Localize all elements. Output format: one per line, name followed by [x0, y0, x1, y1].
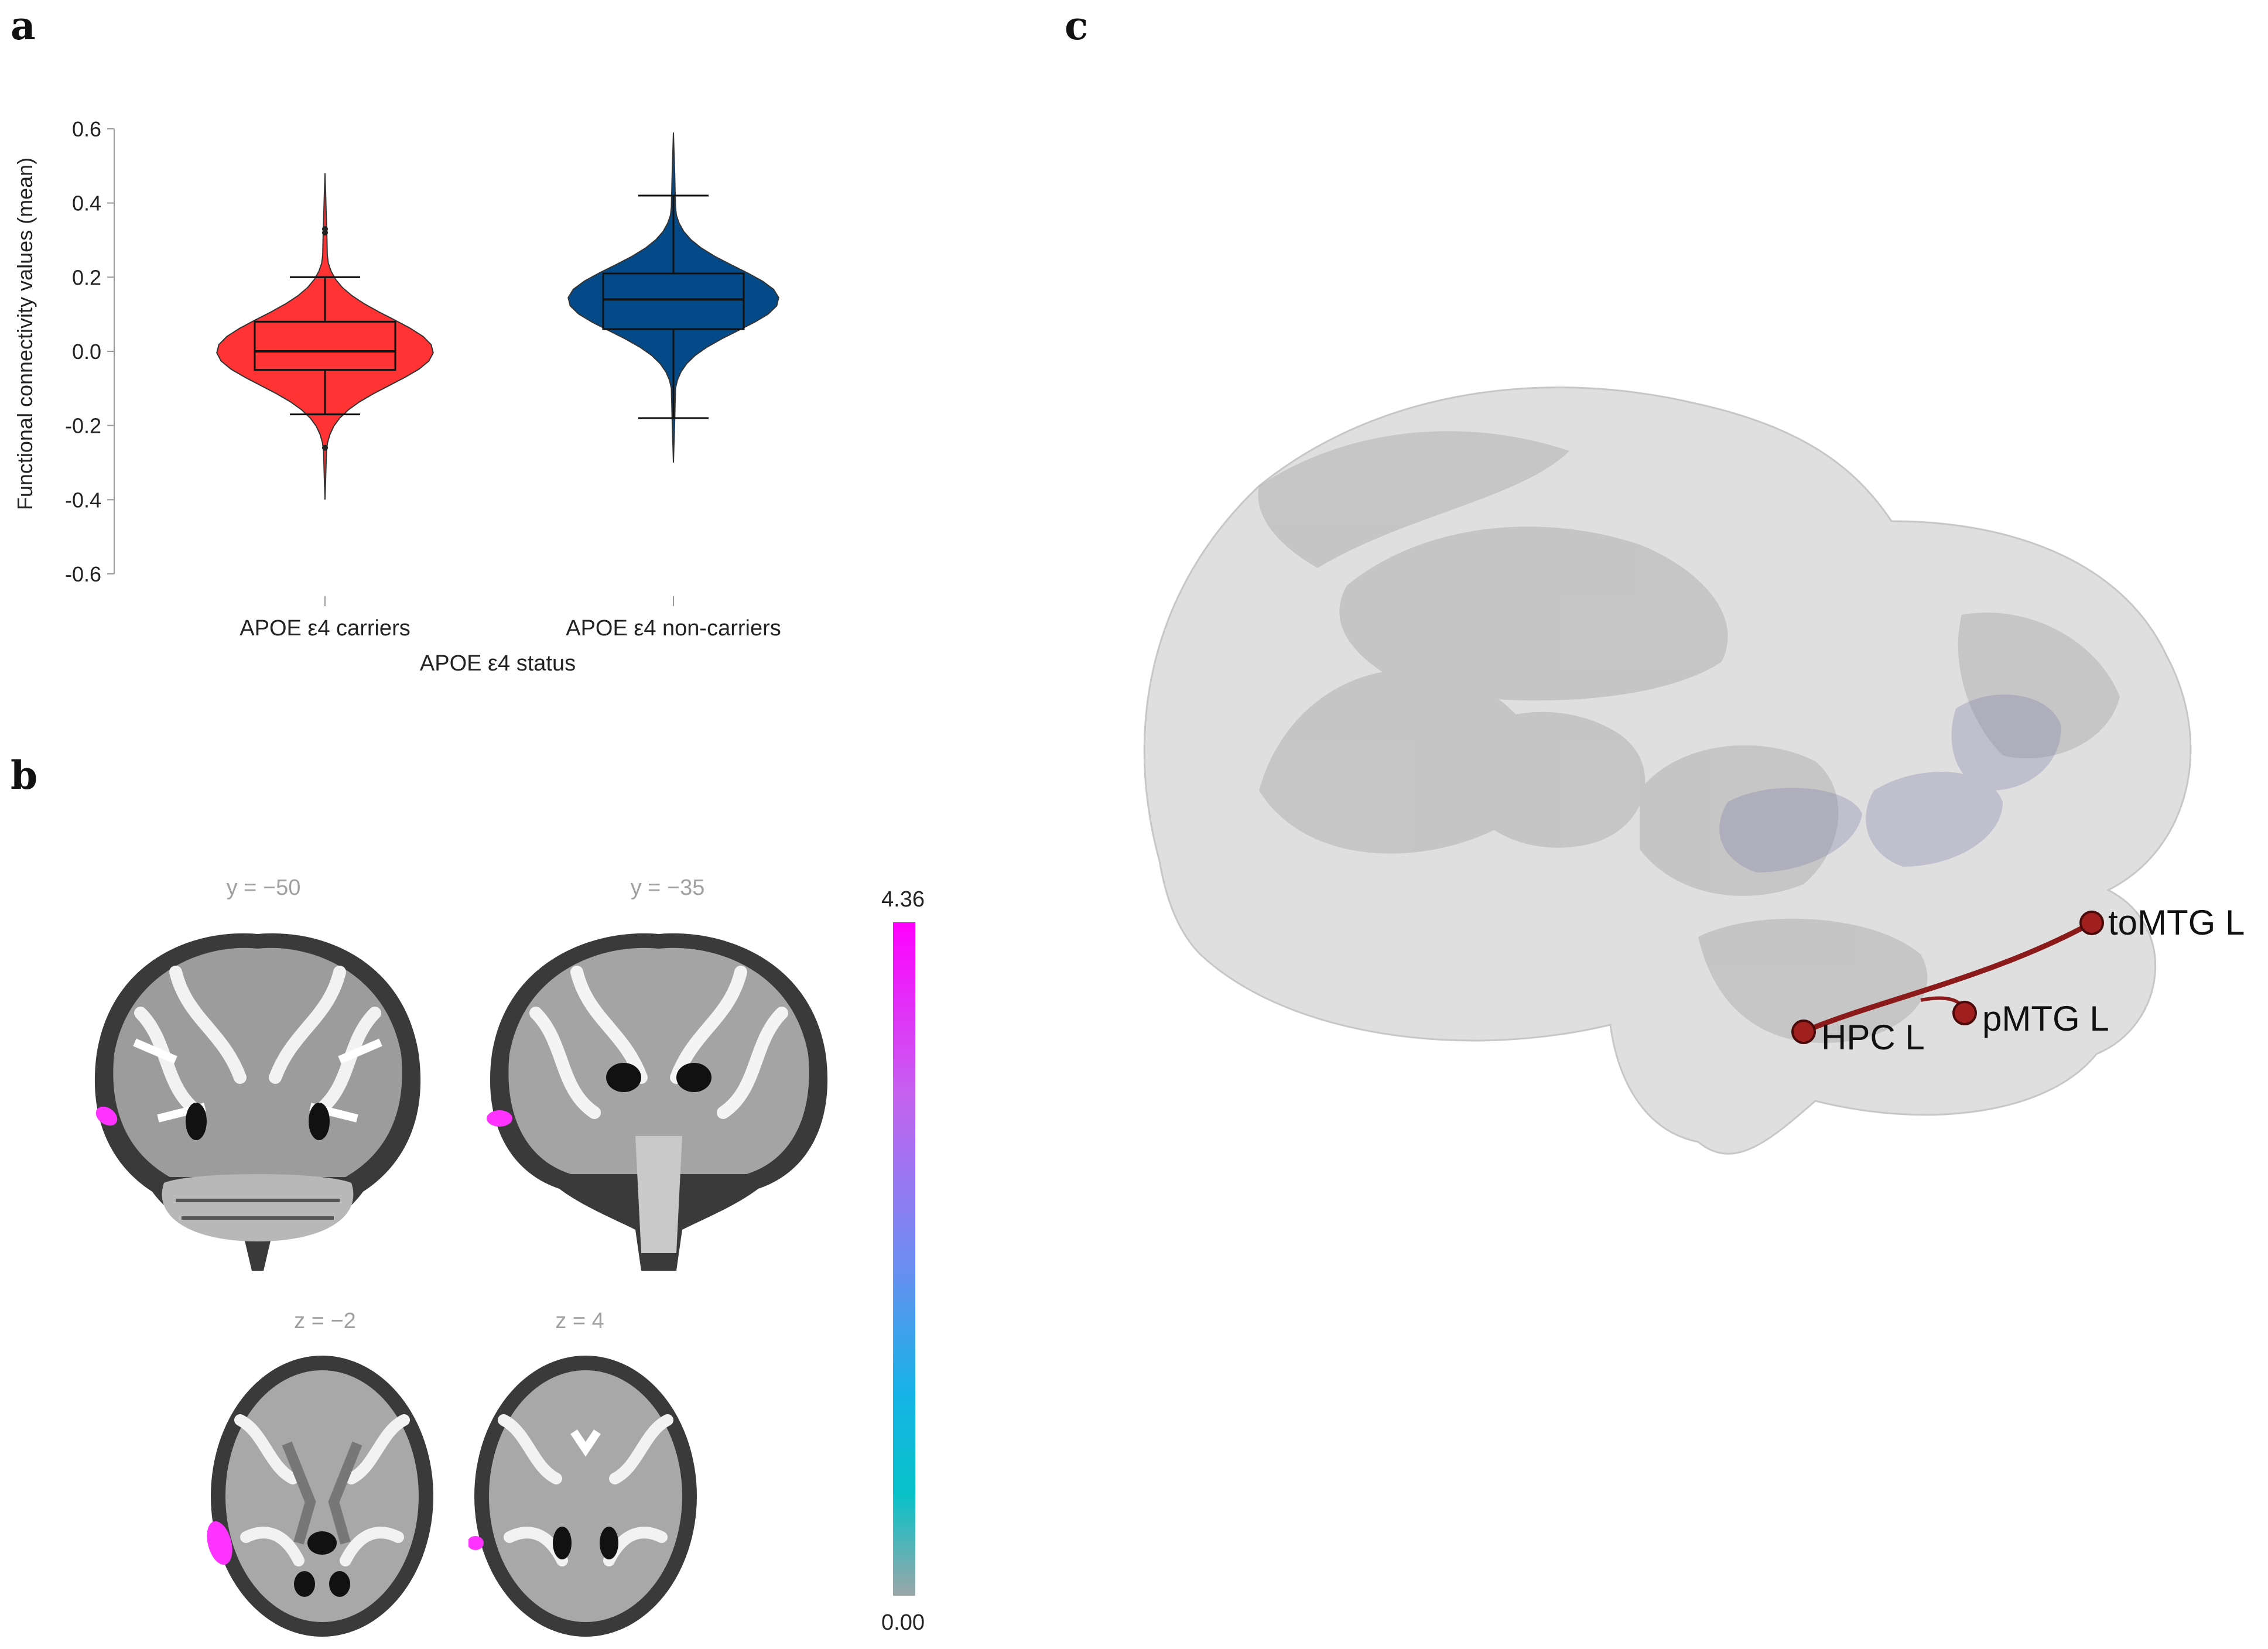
outlier-point	[322, 444, 328, 451]
y-tick-label: -0.2	[65, 414, 101, 438]
node-label: pMTG L	[1982, 999, 2109, 1038]
slice-label-z4: z = 4	[555, 1309, 604, 1333]
x-tick-label: APOE ε4 carriers	[240, 616, 410, 641]
connectome-nodes: toMTG L pMTG L HPC L	[1791, 903, 2245, 1057]
outlier-point	[322, 230, 328, 236]
node-label: HPC L	[1821, 1018, 1925, 1057]
glass-brain-surface	[1143, 386, 2192, 1155]
panel-label-a: a	[11, 3, 36, 49]
y-axis-label: Functional connectivity values (mean)	[13, 158, 37, 510]
axial-slice-z-2	[207, 1356, 433, 1637]
brain-slices-panel: y = −50 y = −35 z = −2 z = 4	[0, 849, 1025, 1649]
x-axis-label: APOE ε4 status	[420, 651, 576, 676]
slice-label-y50: y = −50	[226, 875, 301, 900]
colorbar-max-label: 4.36	[881, 887, 925, 912]
panel-label-c: c	[1065, 3, 1089, 49]
chart-axes: 0.6 0.4 0.2 0.0 -0.2 -0.4 -0.6	[65, 117, 115, 586]
roi-regions	[1719, 695, 2061, 873]
edge-hpc-tomtg	[1801, 920, 2095, 1035]
y-tick-label: 0.2	[72, 265, 101, 289]
box-iqr	[602, 272, 745, 330]
violin-chart: 0.6 0.4 0.2 0.0 -0.2 -0.4 -0.6 APOE ε4 carrier…	[13, 117, 781, 676]
node-2	[1791, 1019, 1816, 1044]
axial-slice-z4	[468, 1356, 697, 1637]
y-tick-label: 0.0	[72, 340, 101, 364]
slice-label-y35: y = −35	[630, 875, 705, 900]
panel-label-b: b	[11, 752, 38, 798]
y-tick-label: 0.4	[72, 191, 101, 215]
colorbar-min-label: 0.00	[881, 1610, 925, 1635]
slice-label-z2: z = −2	[294, 1309, 356, 1333]
node-1	[1952, 1001, 1977, 1025]
box-iqr	[254, 320, 396, 371]
glass-brain-structures	[1258, 431, 2120, 1044]
glass-brain-connectome: toMTG L pMTG L HPC L	[1143, 386, 2245, 1155]
y-tick-label: 0.6	[72, 117, 101, 141]
x-tick-label: APOE ε4 non-carriers	[566, 616, 781, 641]
node-label: toMTG L	[2108, 903, 2245, 942]
y-tick-label: -0.6	[65, 562, 101, 586]
y-tick-label: -0.4	[65, 488, 101, 512]
violin-layer: APOE ε4 carriers APOE ε4 non-carriers	[216, 132, 781, 641]
node-0	[2079, 911, 2104, 935]
coronal-slice-y-35	[487, 933, 828, 1271]
coronal-slice-y-50	[94, 933, 421, 1271]
colorbar	[893, 922, 915, 1596]
